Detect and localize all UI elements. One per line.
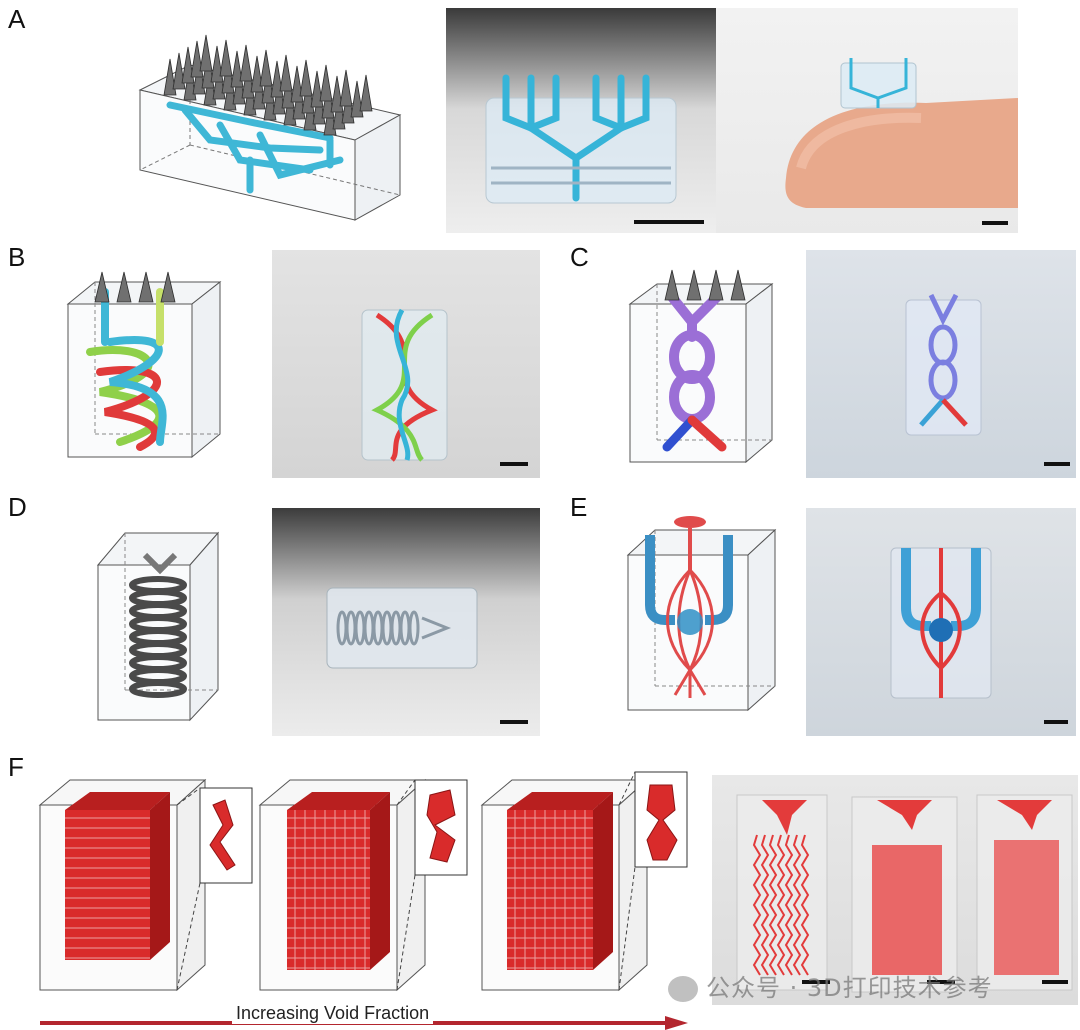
channel-wire — [792, 834, 802, 976]
channel-wire — [760, 834, 770, 976]
panel-label-d: D — [8, 492, 27, 522]
needle-icon — [708, 269, 724, 301]
panel-b-photo — [272, 250, 540, 478]
needle-icon — [299, 59, 313, 97]
needle-icon — [210, 45, 224, 83]
panel-c-photo — [806, 250, 1076, 478]
scale-bar — [1044, 462, 1070, 466]
needle-icon — [181, 46, 195, 84]
scale-bar — [1042, 980, 1068, 984]
needle-icon — [160, 271, 176, 303]
needle-icon — [230, 50, 244, 88]
needle-icon — [350, 80, 364, 118]
panel-label-f: F — [8, 752, 24, 782]
needle-icon — [290, 65, 304, 103]
needle-icon — [279, 54, 293, 92]
needle-icon — [730, 269, 746, 301]
scale-bar — [802, 980, 830, 984]
needle-icon — [116, 271, 132, 303]
panel-label-e: E — [570, 492, 588, 522]
panel-a-photo-device — [446, 8, 716, 233]
scale-bar — [500, 720, 528, 724]
needle-icon — [172, 52, 186, 90]
scale-bar — [982, 221, 1008, 225]
panel-e-photo — [806, 508, 1076, 736]
scale-bar — [634, 220, 704, 224]
coil-turn — [408, 610, 420, 646]
needle-icon — [310, 70, 324, 108]
needle-icon — [138, 271, 154, 303]
scale-bar — [1044, 720, 1068, 724]
needle-icon — [259, 49, 273, 87]
needle-icon — [664, 269, 680, 301]
panel-label-b: B — [8, 242, 26, 272]
scale-bar — [927, 980, 955, 984]
panel-f-lattices — [35, 770, 705, 1005]
panel-c-render — [622, 262, 782, 467]
needle-icon — [319, 64, 333, 102]
watermark-text: 公众号 · 3D打印技术参考 — [706, 974, 993, 1002]
watermark: 公众号 · 3D打印技术参考 — [668, 968, 993, 1003]
needle-icon — [686, 269, 702, 301]
needle-icon — [94, 271, 110, 303]
panel-f-photos — [712, 775, 1078, 1005]
panel-a-render — [130, 10, 430, 225]
needle-icon — [219, 39, 233, 77]
needle-icon — [199, 34, 213, 72]
needle-icon — [190, 40, 204, 78]
needle-icon — [163, 58, 177, 96]
panel-d-photo — [272, 508, 540, 736]
panel-b-render — [60, 262, 230, 462]
panel-d-render — [90, 525, 230, 725]
channel-wire — [800, 834, 810, 976]
coil-turn — [129, 680, 187, 698]
needle-icon — [339, 69, 353, 107]
scale-bar — [500, 462, 528, 466]
channel-wire — [752, 834, 762, 976]
panel-a-photo-finger — [716, 8, 1018, 233]
panel-label-c: C — [570, 242, 589, 272]
needle-icon — [270, 60, 284, 98]
panel-label-a: A — [8, 4, 26, 34]
channel-wire — [784, 834, 794, 976]
channel-wire — [776, 834, 786, 976]
needle-icon — [250, 55, 264, 93]
void-fraction-caption: Increasing Void Fraction — [232, 1003, 434, 1024]
needle-icon — [239, 44, 253, 82]
needle-icon — [359, 74, 373, 112]
channel-wire — [768, 834, 778, 976]
needle-icon — [330, 75, 344, 113]
panel-e-render — [620, 510, 785, 715]
wechat-icon — [668, 976, 698, 1002]
